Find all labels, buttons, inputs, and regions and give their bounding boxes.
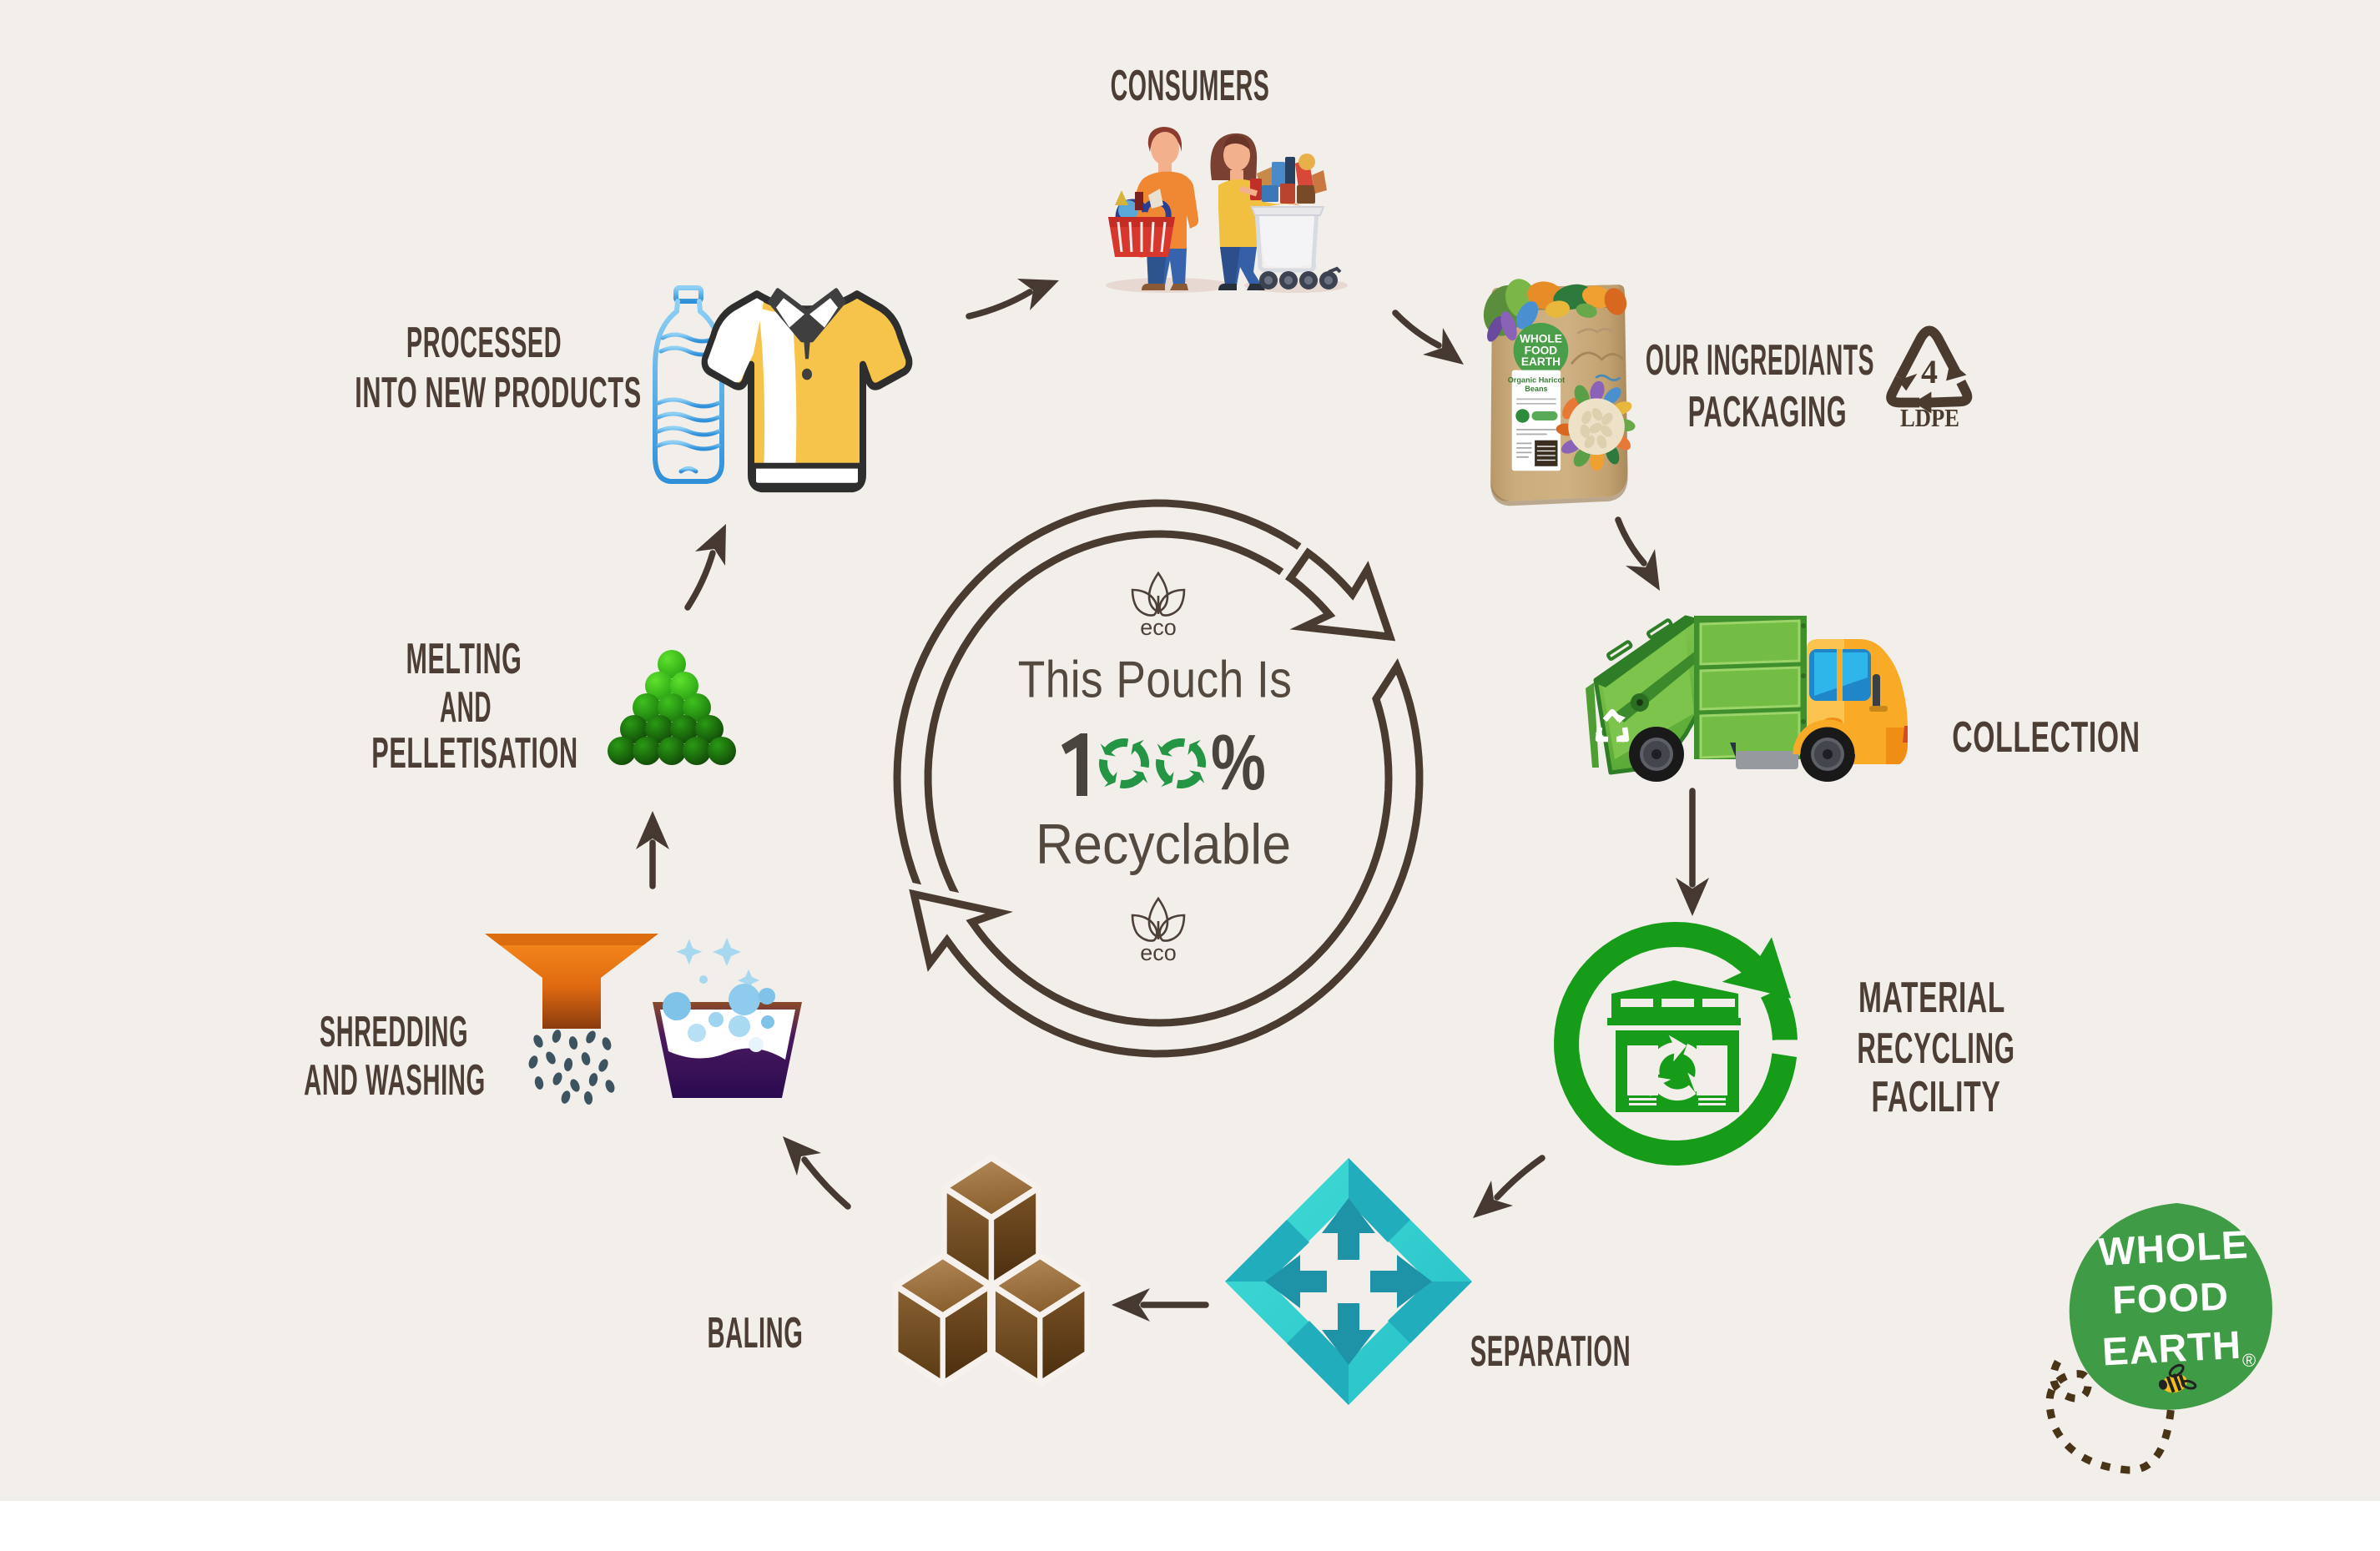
- svg-text:EARTH: EARTH: [1521, 355, 1561, 368]
- svg-text:eco: eco: [1140, 615, 1177, 640]
- svg-text:EARTH: EARTH: [2101, 1322, 2242, 1374]
- svg-text:WHOLE: WHOLE: [2097, 1221, 2249, 1273]
- svg-text:FOOD: FOOD: [1525, 344, 1558, 356]
- svg-text:LDPE: LDPE: [1900, 403, 1959, 432]
- svg-text:Organic Haricot: Organic Haricot: [1508, 375, 1565, 384]
- svg-text:WHOLE: WHOLE: [1520, 333, 1562, 345]
- svg-text:FOOD: FOOD: [2111, 1274, 2230, 1322]
- svg-text:4: 4: [1921, 353, 1938, 390]
- svg-text:eco: eco: [1140, 940, 1177, 965]
- svg-text:Beans: Beans: [1525, 385, 1547, 393]
- svg-text:®: ®: [2242, 1350, 2256, 1371]
